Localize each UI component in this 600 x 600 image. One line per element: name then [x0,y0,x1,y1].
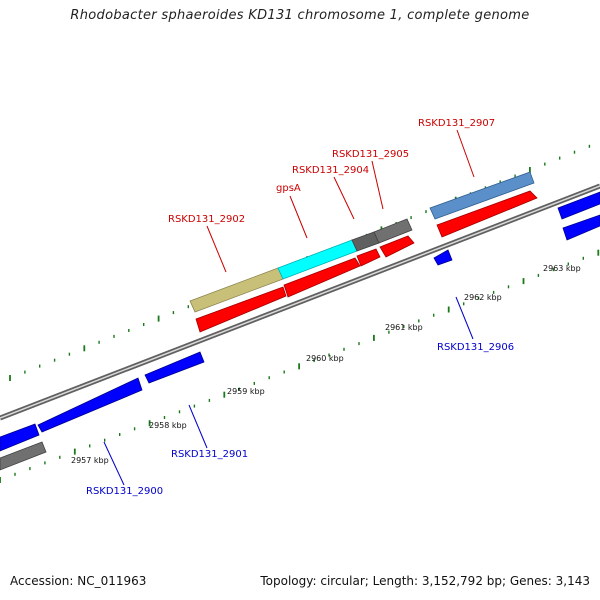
gene-label-2900[interactable]: RSKD131_2900 [86,486,163,497]
gene-label-2907[interactable]: RSKD131_2907 [418,118,495,129]
accession-text: Accession: NC_011963 [10,574,147,588]
leader-2904 [333,176,355,220]
gene-label-gpsA[interactable]: gpsA [276,183,301,194]
cds-2904[interactable] [356,248,381,267]
cds-2901[interactable] [144,351,205,384]
leader-2901 [188,404,208,449]
reverse-cds-track [0,214,600,452]
cds-2900[interactable] [37,377,143,433]
gene-label-2904[interactable]: RSKD131_2904 [292,165,369,176]
leader-2900 [103,441,125,486]
cds-2907[interactable] [436,190,538,238]
map-title: Rhodobacter sphaeroides KD131 chromosome… [70,8,530,23]
cds-2902[interactable] [195,286,287,333]
gene-block-right-blue-top[interactable] [557,191,600,220]
tick-track [0,144,600,483]
gene-block-2907[interactable] [429,171,535,220]
gene-block-2905[interactable] [373,218,413,244]
tick-label-2958: 2958 kbp [149,421,187,430]
tick-label-2961: 2961 kbp [385,323,423,332]
leader-lines [103,129,475,486]
cds-2905[interactable] [379,235,415,258]
summary-text: Topology: circular; Length: 3,152,792 bp… [260,574,590,588]
gene-label-2901[interactable]: RSKD131_2901 [171,449,248,460]
leader-2902 [206,225,227,273]
gene-block-left-gray[interactable] [0,441,47,471]
forward-cds-track [195,190,538,333]
gene-label-2905[interactable]: RSKD131_2905 [332,149,409,160]
upper-feature-track [0,171,600,471]
gene-label-2906[interactable]: RSKD131_2906 [437,342,514,353]
cds-gpsA[interactable] [283,257,361,298]
leader-2906 [455,296,474,340]
tick-label-2959: 2959 kbp [227,387,265,396]
cds-2906[interactable] [433,249,453,266]
tick-label-2963: 2963 kbp [543,264,581,273]
leader-gpsA [289,195,308,239]
leader-2905 [371,160,384,210]
leader-2907 [456,129,475,178]
cds-right-edge[interactable] [562,214,600,241]
tick-label-2960: 2960 kbp [306,354,344,363]
gene-label-2902[interactable]: RSKD131_2902 [168,214,245,225]
tick-label-2962: 2962 kbp [464,293,502,302]
backbone-inner [0,185,600,419]
cds-left-edge[interactable] [0,423,40,452]
tick-label-2957: 2957 kbp [71,456,109,465]
